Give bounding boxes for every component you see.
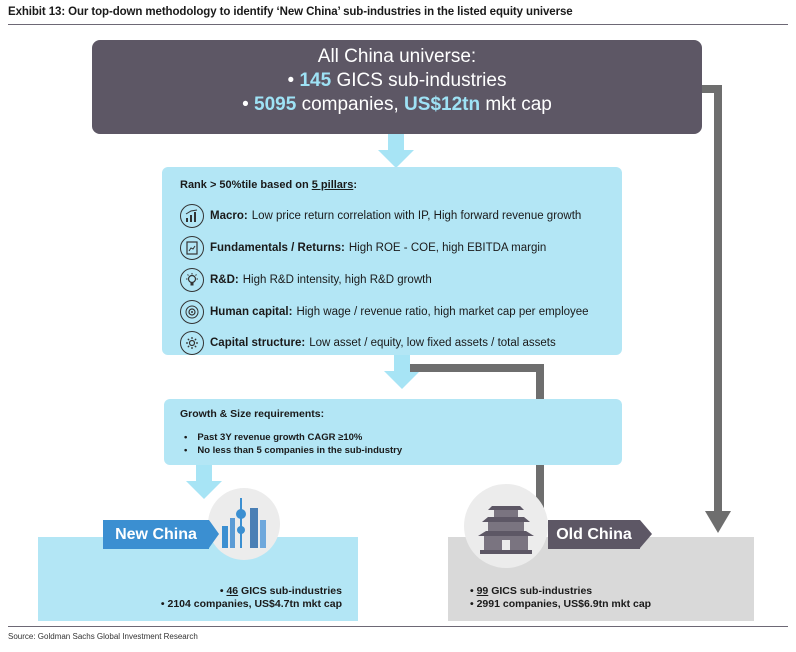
universe-subindustry-label: GICS sub-industries xyxy=(331,70,507,91)
top-divider xyxy=(8,24,788,25)
old-china-subindustry-count: 99 xyxy=(476,585,489,597)
source-note: Source: Goldman Sachs Global Investment … xyxy=(8,632,198,641)
universe-companies-line: • 5095 companies, US$12tn mkt cap xyxy=(92,94,702,116)
universe-mktcap-label: mkt cap xyxy=(480,94,552,115)
connector-universe-right-vertical xyxy=(714,85,722,513)
pillar-macro: Macro:Low price return correlation with … xyxy=(180,204,581,228)
universe-subindustry-count: 145 xyxy=(299,70,332,91)
pillars-heading: Rank > 50%tile based on 5 pillars: xyxy=(180,179,357,191)
bullet: • xyxy=(287,70,300,91)
connector-pillars-right-horizontal xyxy=(410,364,544,372)
bottom-divider xyxy=(8,626,788,627)
pillar-name: R&D: xyxy=(210,274,239,286)
new-china-label-pointer xyxy=(209,520,219,548)
new-china-box: • 46 GICS sub-industries • 2104 companie… xyxy=(38,537,358,621)
pillar-description: Low asset / equity, low fixed assets / t… xyxy=(309,337,556,349)
new-china-companies-line: • 2104 companies, US$4.7tn mkt cap xyxy=(160,598,342,610)
growth-requirements-list: Past 3Y revenue growth CAGR ≥10% No less… xyxy=(184,432,402,457)
arrow-universe-to-pillars-icon xyxy=(378,134,414,168)
list-item: No less than 5 companies in the sub-indu… xyxy=(184,445,402,458)
pillar-name: Capital structure: xyxy=(210,337,306,349)
old-china-companies-line: • 2991 companies, US$6.9tn mkt cap xyxy=(470,598,652,610)
universe-subindustries-line: • 145 GICS sub-industries xyxy=(92,70,702,92)
pillar-description: High R&D intensity, high R&D growth xyxy=(242,274,432,286)
arrow-to-old-china-icon xyxy=(705,511,731,533)
universe-heading: All China universe: xyxy=(317,46,477,67)
universe-box: All China universe: • 145 GICS sub-indus… xyxy=(92,40,702,134)
pillar-description: Low price return correlation with IP, Hi… xyxy=(251,210,582,222)
new-china-subindustries-line: • 46 GICS sub-industries xyxy=(219,585,342,597)
arrow-growth-to-new-china-icon xyxy=(186,465,222,499)
universe-companies-label: companies, xyxy=(296,94,405,115)
old-china-label-pointer xyxy=(640,520,652,548)
pillar-name: Macro: xyxy=(210,210,248,222)
old-china-subindustries-line: • 99 GICS sub-industries xyxy=(470,585,593,597)
list-item: Past 3Y revenue growth CAGR ≥10% xyxy=(184,432,402,445)
people-icon xyxy=(180,300,204,324)
pillar-description: High wage / revenue ratio, high market c… xyxy=(296,306,589,318)
new-china-stats: • 46 GICS sub-industries • 2104 companie… xyxy=(161,585,342,611)
growth-size-box: Growth & Size requirements: Past 3Y reve… xyxy=(164,399,622,465)
growth-heading: Growth & Size requirements: xyxy=(180,408,325,420)
pillars-box: Rank > 50%tile based on 5 pillars: Macro… xyxy=(162,167,622,355)
new-china-subindustry-count: 46 xyxy=(226,585,239,597)
pillar-human-capital: Human capital:High wage / revenue ratio,… xyxy=(180,300,589,324)
temple-icon xyxy=(464,484,548,568)
pillar-name: Human capital: xyxy=(210,306,293,318)
universe-company-count: 5095 xyxy=(254,94,297,115)
new-china-label: New China xyxy=(103,520,209,549)
exhibit-title: Exhibit 13: Our top-down methodology to … xyxy=(8,6,573,18)
pillar-capital-structure: Capital structure:Low asset / equity, lo… xyxy=(180,331,556,355)
pillar-name: Fundamentals / Returns: xyxy=(210,242,345,254)
pillars-count-label: 5 pillars xyxy=(311,179,354,191)
old-china-label: Old China xyxy=(548,520,640,549)
universe-market-cap: US$12tn xyxy=(404,94,481,115)
lightbulb-icon xyxy=(180,268,204,292)
bullet: • xyxy=(242,94,255,115)
bar-chart-icon xyxy=(180,204,204,228)
pillar-description: High ROE - COE, high EBITDA margin xyxy=(348,242,547,254)
document-chart-icon xyxy=(180,236,204,260)
gear-icon xyxy=(180,331,204,355)
connector-universe-right-horizontal xyxy=(702,85,722,93)
pillar-fundamentals: Fundamentals / Returns:High ROE - COE, h… xyxy=(180,236,546,260)
city-skyline-icon xyxy=(208,488,280,560)
pillar-rnd: R&D:High R&D intensity, high R&D growth xyxy=(180,268,432,292)
old-china-stats: • 99 GICS sub-industries • 2991 companie… xyxy=(470,585,651,611)
arrow-pillars-to-growth-icon xyxy=(384,355,420,389)
